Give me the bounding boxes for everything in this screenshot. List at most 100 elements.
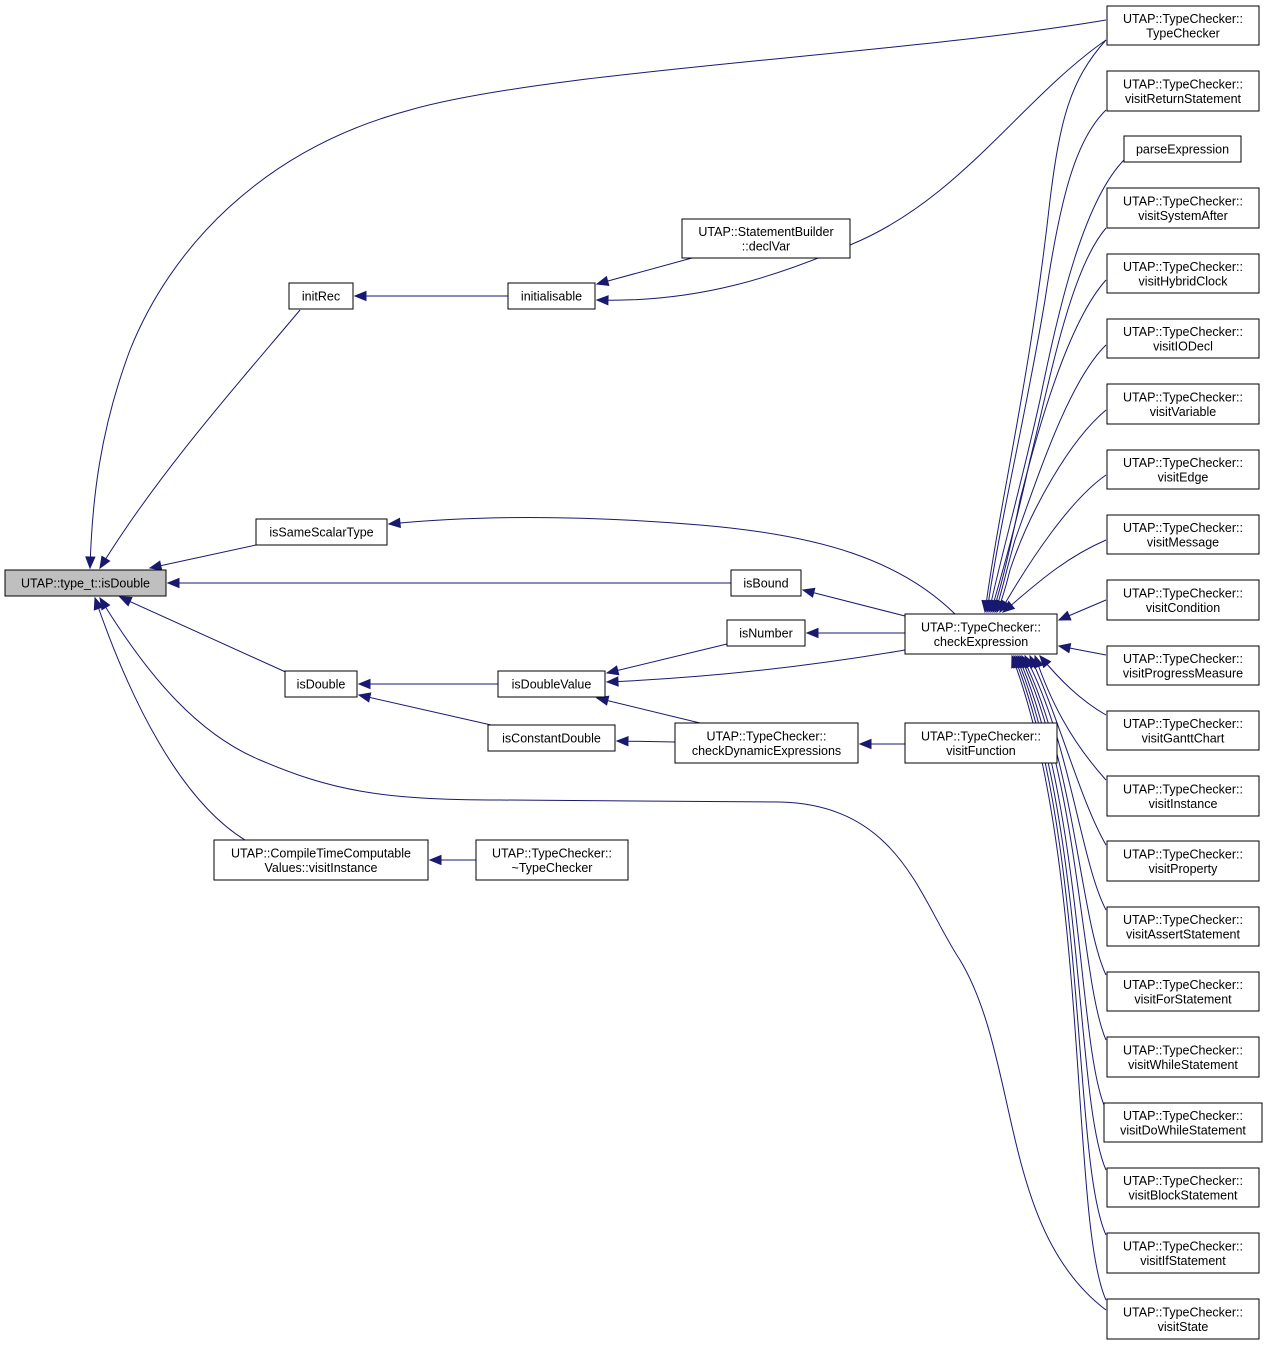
node-parseexpr[interactable]: parseExpression (1123, 135, 1242, 163)
node-label: visitFunction (946, 744, 1016, 758)
arrowhead (99, 596, 111, 611)
edge-isdouble-to-root (118, 596, 291, 675)
node-label: UTAP::TypeChecker:: (1123, 1043, 1243, 1057)
edge-checkexpr-to-isnumber (805, 627, 905, 639)
node-for[interactable]: UTAP::TypeChecker::visitForStatement (1106, 971, 1260, 1012)
node-box (904, 722, 1058, 764)
edge-checkexpr-to-isdoublevalue (605, 649, 906, 687)
edge-condition-to-checkexpr (1057, 599, 1107, 621)
node-box (255, 518, 388, 546)
node-gantt[interactable]: UTAP::TypeChecker::visitGanttChart (1106, 710, 1260, 751)
node-box (1106, 1036, 1260, 1078)
edge-line (988, 159, 1125, 613)
node-label: UTAP::TypeChecker:: (1123, 652, 1243, 666)
node-block[interactable]: UTAP::TypeChecker::visitBlockStatement (1106, 1167, 1260, 1208)
node-property[interactable]: UTAP::TypeChecker::visitProperty (1106, 840, 1260, 882)
node-checkdynamic[interactable]: UTAP::TypeChecker::checkDynamicExpressio… (674, 722, 859, 764)
edge-line (802, 589, 906, 617)
node-label: UTAP::CompileTimeComputable (231, 846, 411, 860)
node-label: visitSystemAfter (1138, 209, 1228, 223)
node-progress[interactable]: UTAP::TypeChecker::visitProgressMeasure (1106, 645, 1260, 686)
edge-line (358, 694, 501, 728)
arrowhead (1001, 600, 1016, 613)
node-declvar[interactable]: UTAP::StatementBuilder::declVar (681, 218, 851, 259)
node-label: UTAP::TypeChecker:: (1123, 847, 1243, 861)
edge-isnumber-to-isdoublevalue (605, 643, 728, 676)
edge-parseexpr-to-checkexpr (986, 159, 1125, 614)
edge-line (1017, 655, 1105, 1106)
edge-line (1039, 655, 1107, 716)
node-box (1106, 645, 1260, 686)
edge-line (992, 279, 1107, 613)
node-edge[interactable]: UTAP::TypeChecker::visitEdge (1106, 449, 1260, 490)
node-systemafter[interactable]: UTAP::TypeChecker::visitSystemAfter (1106, 187, 1260, 229)
arrowhead (148, 560, 163, 571)
node-label: checkExpression (934, 635, 1029, 649)
node-label: UTAP::TypeChecker:: (1123, 1174, 1243, 1188)
node-condition[interactable]: UTAP::TypeChecker::visitCondition (1106, 579, 1260, 621)
edge-assert-to-checkexpr (1024, 654, 1107, 911)
node-isnumber[interactable]: isNumber (726, 619, 806, 647)
node-label: visitIODecl (1153, 339, 1213, 353)
arrowhead (801, 587, 816, 598)
node-issamescalar[interactable]: isSameScalarType (255, 518, 388, 546)
node-label: UTAP::TypeChecker:: (707, 729, 827, 743)
arrowhead (85, 556, 96, 570)
edge-layer (85, 19, 1125, 1311)
node-while[interactable]: UTAP::TypeChecker::visitWhileStatement (1106, 1036, 1260, 1078)
node-label: visitState (1158, 1320, 1209, 1334)
node-visitfunction[interactable]: UTAP::TypeChecker::visitFunction (904, 722, 1058, 764)
node-label: checkDynamicExpressions (692, 744, 841, 758)
node-if[interactable]: UTAP::TypeChecker::visitIfStatement (1106, 1232, 1260, 1274)
edge-returnstmt-to-checkexpr (983, 109, 1107, 614)
edge-line (119, 596, 291, 675)
arrowhead (615, 735, 629, 747)
edge-line (99, 309, 301, 569)
node-box (1106, 579, 1260, 621)
node-box (1103, 1102, 1263, 1143)
node-initrec[interactable]: initRec (288, 282, 354, 310)
edge-line (596, 257, 693, 285)
node-ctcv[interactable]: UTAP::CompileTimeComputableValues::visit… (213, 839, 429, 881)
node-box (1106, 514, 1260, 555)
node-isdoublevalue[interactable]: isDoubleValue (497, 670, 606, 698)
edge-line (1021, 655, 1107, 976)
arrowhead (605, 665, 620, 676)
node-instance[interactable]: UTAP::TypeChecker::visitInstance (1106, 775, 1260, 817)
edge-initrec-to-root (99, 309, 301, 570)
node-assert[interactable]: UTAP::TypeChecker::visitAssertStatement (1106, 906, 1260, 947)
node-message[interactable]: UTAP::TypeChecker::visitMessage (1106, 514, 1260, 555)
node-returnstmt[interactable]: UTAP::TypeChecker::visitReturnStatement (1106, 70, 1260, 112)
node-box (1106, 840, 1260, 882)
arrowhead (1011, 654, 1021, 669)
node-state[interactable]: UTAP::TypeChecker::visitState (1106, 1298, 1260, 1340)
node-label: UTAP::TypeChecker:: (1123, 782, 1243, 796)
edge-line (1024, 655, 1107, 911)
edge-message-to-checkexpr (1001, 539, 1107, 613)
edge-typechecker-to-initialisable (595, 39, 1107, 306)
node-initialisable[interactable]: initialisable (507, 282, 596, 310)
node-checkexpr[interactable]: UTAP::TypeChecker::checkExpression (904, 613, 1058, 655)
node-dowhile[interactable]: UTAP::TypeChecker::visitDoWhileStatement (1103, 1102, 1263, 1143)
node-typechecker[interactable]: UTAP::TypeChecker::TypeChecker (1106, 5, 1260, 46)
arrowhead (805, 627, 819, 639)
edge-line (89, 19, 1107, 569)
node-hybridclock[interactable]: UTAP::TypeChecker::visitHybridClock (1106, 253, 1260, 294)
node-label: UTAP::TypeChecker:: (1123, 325, 1243, 339)
edge-for-to-checkexpr (1021, 654, 1107, 976)
node-isdouble[interactable]: isDouble (284, 670, 358, 698)
node-box (487, 724, 616, 752)
node-label: UTAP::TypeChecker:: (1123, 390, 1243, 404)
arrowhead (387, 517, 401, 529)
node-box (1106, 5, 1260, 46)
node-isconstantdouble[interactable]: isConstantDouble (487, 724, 616, 752)
node-variable[interactable]: UTAP::TypeChecker::visitVariable (1106, 383, 1260, 425)
node-iodecl[interactable]: UTAP::TypeChecker::visitIODecl (1106, 318, 1260, 359)
edge-isdoublevalue-to-isdouble (357, 678, 498, 690)
node-dtor[interactable]: UTAP::TypeChecker::~TypeChecker (475, 839, 629, 881)
node-isbound[interactable]: isBound (730, 569, 802, 597)
node-root[interactable]: UTAP::type_t::isDouble (4, 569, 167, 597)
edge-line (990, 227, 1107, 613)
edge-gantt-to-checkexpr (1039, 654, 1107, 716)
node-label: parseExpression (1136, 143, 1229, 157)
